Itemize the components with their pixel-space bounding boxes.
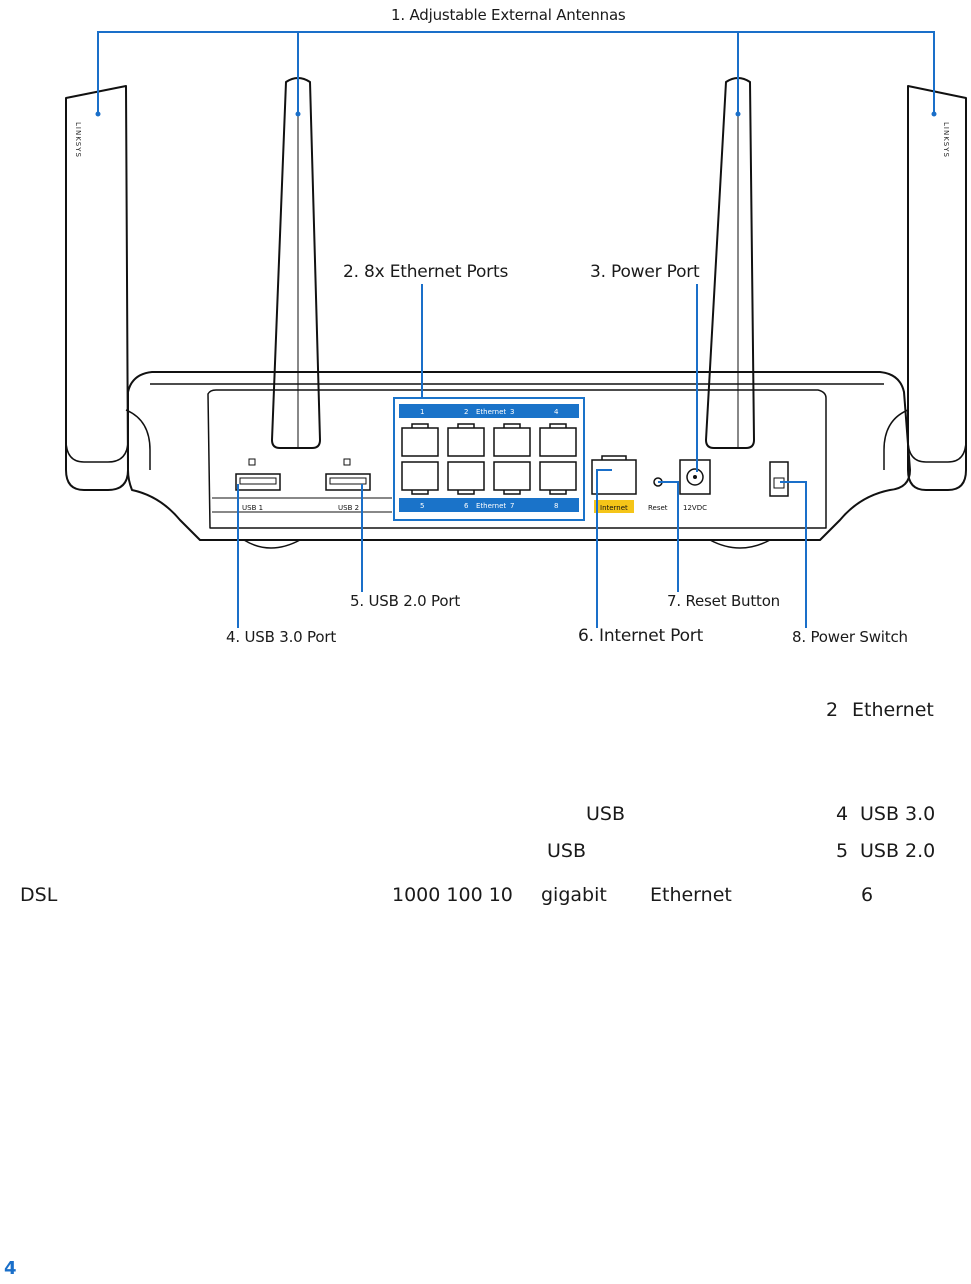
eth-label-7: 7 [510, 502, 514, 510]
brand-logo-right: LINKSYS [942, 122, 950, 158]
power-switch [769, 461, 789, 497]
eth-label-ethernet-top: Ethernet [476, 408, 506, 416]
dc-label: 12VDC [683, 504, 707, 512]
ethernet-panel: 1 2 Ethernet 3 4 5 6 Ethernet 7 8 [393, 397, 585, 521]
text-line1-num: 2 [826, 699, 839, 721]
eth-label-6: 6 [464, 502, 469, 510]
text-line3-num: 5 [836, 840, 849, 862]
router-body [127, 371, 911, 541]
text-line2-num: 4 [836, 803, 849, 825]
antenna-inner-left [271, 77, 321, 449]
eth-label-1: 1 [420, 408, 424, 416]
callout-usb3-port: 4. USB 3.0 Port [226, 628, 336, 646]
text-line1-ethernet: Ethernet [852, 699, 934, 721]
text-line4-dsl: DSL [20, 884, 58, 906]
text-line4-speeds: 1000 100 10 [392, 884, 513, 906]
eth-label-5: 5 [420, 502, 424, 510]
reset-label: Reset [648, 504, 668, 512]
callout-power-switch: 8. Power Switch [792, 628, 908, 646]
usb1-port: USB 1 [235, 458, 281, 512]
eth-label-2: 2 [464, 408, 468, 416]
reset-button: Reset [648, 477, 668, 512]
antenna-far-right [907, 85, 967, 491]
usb2-port: USB 2 [325, 458, 371, 512]
text-line4-gigabit: gigabit [541, 884, 607, 906]
eth-label-ethernet-bottom: Ethernet [476, 502, 506, 510]
callout-reset-button: 7. Reset Button [667, 592, 780, 610]
usb1-label: USB 1 [242, 504, 263, 512]
text-line4-num: 6 [861, 884, 874, 906]
callout-antennas: 1. Adjustable External Antennas [391, 6, 626, 24]
internet-port: Internet [591, 455, 637, 513]
text-line3-usb: USB [547, 840, 587, 862]
callout-power-port: 3. Power Port [590, 262, 700, 282]
callout-internet-port: 6. Internet Port [578, 626, 704, 646]
router-rear-diagram: LINKSYS LINKSYS 1 2 Ethernet 3 4 5 6 Eth… [65, 31, 967, 628]
eth-label-3: 3 [510, 408, 514, 416]
page-number: 4 [4, 1258, 17, 1279]
eth-label-4: 4 [554, 408, 559, 416]
brand-logo-left: LINKSYS [74, 122, 82, 158]
text-line3-usb2: USB 2.0 [860, 840, 936, 862]
text-line2-usb3: USB 3.0 [860, 803, 936, 825]
usb2-label: USB 2 [338, 504, 359, 512]
power-port: 12VDC [679, 459, 711, 512]
callout-usb2-port: 5. USB 2.0 Port [350, 592, 460, 610]
antenna-inner-right [705, 77, 755, 449]
text-line2-usb: USB [586, 803, 626, 825]
text-line4-ethernet: Ethernet [650, 884, 732, 906]
callout-ethernet-ports: 2. 8x Ethernet Ports [343, 262, 509, 282]
eth-label-8: 8 [554, 502, 558, 510]
internet-label: Internet [600, 504, 628, 512]
leader-lines [97, 31, 935, 628]
